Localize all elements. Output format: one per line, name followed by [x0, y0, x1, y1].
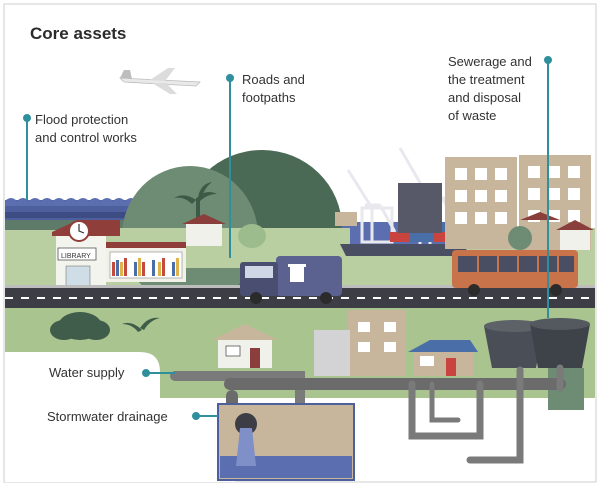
library-sign: LIBRARY [61, 253, 91, 260]
ship [340, 244, 470, 256]
label-stormwater: Stormwater drainage [47, 409, 168, 424]
rubbish-truck [240, 256, 342, 304]
hill-house [182, 214, 226, 246]
bush [50, 312, 110, 340]
label-sewerage: Sewerage and the treatment and disposal … [448, 54, 532, 123]
city-buildings [335, 155, 594, 250]
apartment [314, 310, 406, 376]
stormwater-outlet [217, 403, 355, 481]
palm-tree-icon [174, 182, 217, 220]
label-water-supply: Water supply [49, 365, 125, 380]
label-flood-protection: Flood protection and control works [35, 112, 137, 145]
tree [508, 226, 532, 250]
bus [452, 250, 578, 296]
library-annex [106, 242, 186, 282]
page-title: Core assets [30, 24, 127, 43]
indicator-lines [23, 56, 552, 420]
label-panel [5, 352, 160, 398]
port-crane-left [346, 169, 397, 244]
blue-roof-house [408, 340, 478, 376]
rubbish-bin-icon [290, 266, 304, 282]
house [212, 324, 278, 368]
library-building [52, 220, 120, 291]
airplane-icon [118, 68, 201, 94]
sea-waves [5, 198, 161, 222]
tree [238, 224, 266, 248]
fern-icon [122, 317, 160, 332]
label-roads: Roads and footpaths [242, 72, 305, 105]
